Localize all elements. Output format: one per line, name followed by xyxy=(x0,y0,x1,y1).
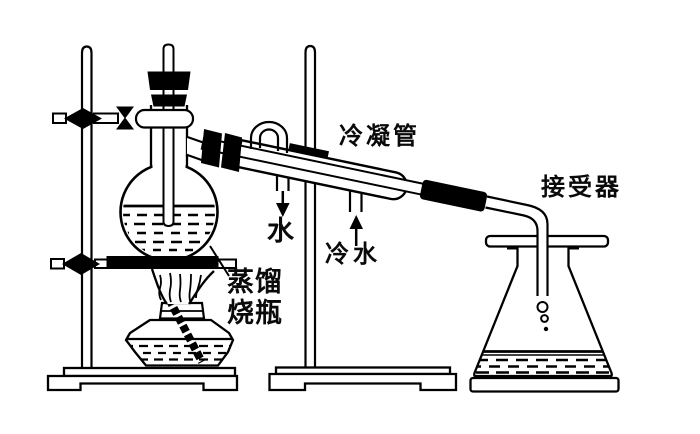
distilling-flask xyxy=(119,43,219,262)
water-outlet-bend xyxy=(249,120,289,153)
ring-stand-left-rod xyxy=(80,45,93,369)
outlet-adapter xyxy=(419,179,488,212)
liebig-condenser xyxy=(200,120,488,212)
flask-label-leader-line xyxy=(209,245,230,277)
ring-stand-middle-rod xyxy=(304,44,317,368)
distilling-flask-label-line2: 烧瓶 xyxy=(227,298,283,329)
ring-stand-left-base xyxy=(46,366,239,392)
wire-gauze-ring-clamp xyxy=(50,253,237,275)
falling-drops xyxy=(536,301,549,332)
ring-stand-middle-base xyxy=(268,366,458,392)
receiver-label: 接受器 xyxy=(541,173,622,201)
condenser-label: 冷凝管 xyxy=(339,122,420,150)
clamp-screw xyxy=(116,106,134,130)
condenser-stopper-bands xyxy=(201,129,242,172)
neck-clamp xyxy=(52,106,195,130)
rubber-stopper xyxy=(147,71,191,107)
water-outlet-arrow-down xyxy=(276,191,290,217)
clamp-knob xyxy=(64,108,102,129)
lamp-fuel xyxy=(126,337,233,361)
delivery-tube xyxy=(485,195,549,296)
clamp-jaw xyxy=(134,108,195,129)
condenser-clamp xyxy=(288,143,330,159)
receiver-base-plate xyxy=(469,376,620,393)
cold-water-inlet-arrow-up xyxy=(349,215,363,246)
distilling-flask-label-line1: 蒸馏 xyxy=(227,267,283,298)
clamp-knob xyxy=(62,253,100,275)
water-out-label: 水 xyxy=(267,216,294,247)
cold-water-in-label: 冷水 xyxy=(325,240,381,268)
water-outlet-stub xyxy=(275,175,290,191)
distilling-flask-label: 蒸馏烧瓶 xyxy=(227,267,283,329)
flame xyxy=(150,268,215,305)
alcohol-lamp xyxy=(124,268,235,367)
lamp-wick xyxy=(165,297,206,364)
wire-gauze xyxy=(106,256,219,269)
water-inlet-stub xyxy=(348,190,363,212)
receiver-liquid xyxy=(474,350,612,374)
